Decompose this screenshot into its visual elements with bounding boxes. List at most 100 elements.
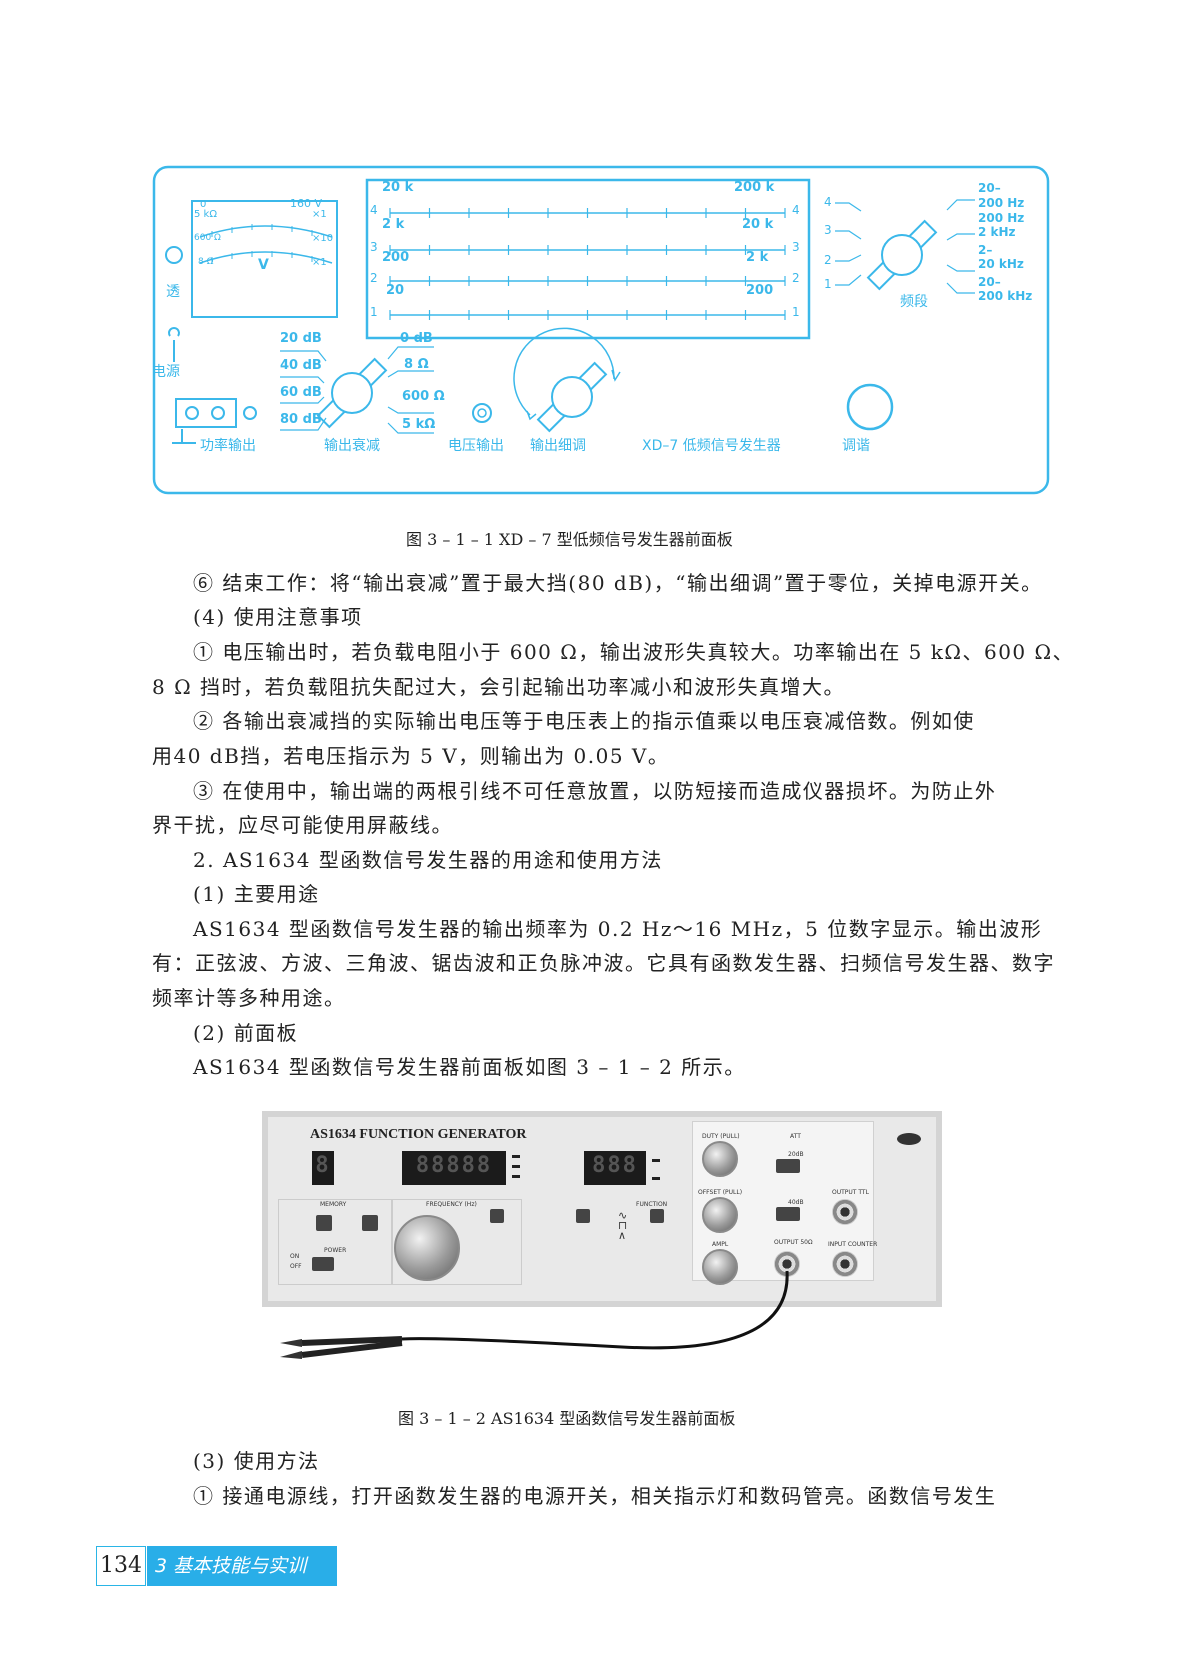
figure2-caption: 图 3 – 1 – 2 AS1634 型函数信号发生器前面板 [398, 1409, 736, 1428]
subsection-heading: (2) 前面板 [193, 1021, 299, 1045]
att-0db: 0 dB [400, 331, 433, 346]
label-duty: DUTY (PULL) [702, 1133, 740, 1140]
memory-button-2[interactable] [362, 1215, 378, 1231]
brand-logo [897, 1133, 921, 1145]
waveform-icons: ∿⊓∧ [618, 1209, 628, 1242]
label-output-50: OUTPUT 50Ω [774, 1239, 813, 1246]
label-att: ATT [790, 1133, 801, 1140]
meter-label-0: 0 [200, 199, 207, 210]
display-frequency [402, 1151, 506, 1185]
band-num-4: 4 [824, 195, 832, 209]
label-fine: 输出细调 [530, 438, 586, 454]
paragraph-line: (4) 使用注意事项 [193, 605, 363, 629]
band-range-4: 2– [978, 243, 993, 257]
meter-label-600: 600 Ω [194, 233, 221, 243]
label-off: OFF [290, 1263, 302, 1270]
att-40db: 40 dB [280, 358, 322, 373]
att-600ohm: 600 Ω [402, 389, 445, 404]
power-label: 电源 [152, 364, 180, 380]
att-40db-button[interactable] [776, 1207, 800, 1221]
scale1-num-left: 1 [370, 305, 378, 319]
led-indicator [652, 1177, 660, 1180]
led-indicator [512, 1155, 520, 1158]
label-model: XD–7 低频信号发生器 [642, 438, 781, 454]
display-small-digits: 8 [315, 1153, 331, 1178]
band-num-3: 3 [824, 223, 832, 237]
scale3-num-right: 3 [792, 240, 800, 254]
duty-knob[interactable] [702, 1141, 738, 1177]
label-20db: 20dB [788, 1151, 804, 1158]
scale1-left: 20 [386, 283, 405, 298]
meter-label-160v: 160 V [290, 197, 323, 210]
label-tune: 调谐 [842, 438, 870, 454]
paragraph-line: ① 接通电源线，打开函数发生器的电源开关，相关指示灯和数码管亮。函数信号发生 [193, 1484, 997, 1508]
paragraph-line: AS1634 型函数信号发生器前面板如图 3 – 1 – 2 所示。 [193, 1055, 746, 1079]
scale3-left: 2 k [382, 217, 405, 232]
scale2-num-right: 2 [792, 271, 800, 285]
band-num-1: 1 [824, 277, 832, 291]
label-offset: OFFSET (PULL) [698, 1189, 743, 1196]
test-lead-cable [280, 1270, 789, 1359]
label-memory: MEMORY [320, 1201, 347, 1208]
figure-xd7-front-panel: 0 160 V ×1 5 kΩ 600 Ω ×10 8 Ω V ×1 透 电源 … [152, 165, 1050, 495]
band-range-7: 200 kHz [978, 289, 1033, 303]
paragraph-line: 8 Ω 挡时，若负载阻抗失配过大，会引起输出功率减小和波形失真增大。 [152, 675, 846, 699]
band-range-5: 20 kHz [978, 257, 1024, 271]
paragraph-line: ① 电压输出时，若负载电阻小于 600 Ω，输出波形失真较大。功率输出在 5 k… [193, 640, 1075, 664]
att-60db: 60 dB [280, 385, 322, 400]
band-range-0: 20– [978, 181, 1001, 195]
led-indicator [652, 1159, 660, 1162]
frequency-knob[interactable] [394, 1215, 460, 1281]
band-range-2: 200 Hz [978, 211, 1025, 225]
paragraph-line: ③ 在使用中，输出端的两根引线不可任意放置，以防短接而造成仪器损坏。为防止外 [193, 779, 997, 803]
frequency-section [392, 1199, 522, 1285]
subsection-heading: (1) 主要用途 [193, 882, 320, 906]
scale4-num-left: 4 [370, 203, 378, 217]
section-heading: 2. AS1634 型函数信号发生器的用途和使用方法 [193, 848, 663, 872]
subsection-heading: (3) 使用方法 [193, 1449, 320, 1473]
band-label: 频段 [900, 294, 928, 310]
output-ttl-connector[interactable] [832, 1199, 858, 1225]
power-switch[interactable] [312, 1257, 334, 1271]
att-20db-button[interactable] [776, 1159, 800, 1173]
generator-title: AS1634 FUNCTION GENERATOR [310, 1127, 527, 1142]
band-range-3: 2 kHz [978, 225, 1016, 239]
scale4-left: 20 k [382, 180, 414, 195]
label-function: FUNCTION [636, 1201, 668, 1208]
sweep-button[interactable] [576, 1209, 590, 1223]
amplitude-knob[interactable] [702, 1249, 738, 1285]
paragraph-line: 频率计等多种用途。 [152, 986, 346, 1010]
paragraph-line: 有：正弦波、方波、三角波、锯齿波和正负脉冲波。它具有函数发生器、扫频信号发生器、… [152, 951, 1055, 975]
scale2-num-left: 2 [370, 271, 378, 285]
offset-knob[interactable] [702, 1197, 738, 1233]
scale1-num-right: 1 [792, 305, 800, 319]
scale3-num-left: 3 [370, 240, 378, 254]
scale4-num-right: 4 [792, 203, 800, 217]
display-small [312, 1151, 334, 1185]
paragraph-line: 界干扰，应尽可能使用屏蔽线。 [152, 813, 453, 837]
label-40db: 40dB [788, 1199, 804, 1206]
paragraph-line: ② 各输出衰减挡的实际输出电压等于电压表上的指示值乘以电压衰减倍数。例如使 [193, 709, 975, 733]
meter-label-5k: 5 kΩ [194, 209, 217, 220]
display-amplitude [584, 1151, 646, 1185]
label-input-counter: INPUT COUNTER [828, 1241, 878, 1248]
att-5kohm: 5 kΩ [402, 417, 436, 432]
meter-label-x1-top: ×1 [312, 209, 327, 220]
label-frequency: FREQUENCY (Hz) [426, 1201, 477, 1208]
scale3-right: 20 k [742, 217, 774, 232]
att-80db: 80 dB [280, 412, 322, 427]
memory-button-1[interactable] [316, 1215, 332, 1231]
scale4-right: 200 k [734, 180, 775, 195]
input-counter-connector[interactable] [832, 1251, 858, 1277]
paragraph-line: ⑥ 结束工作：将“输出衰减”置于最大挡(80 dB)，“输出细调”置于零位，关掉… [193, 571, 1043, 595]
page-number: 134 [96, 1546, 146, 1586]
range-button[interactable] [490, 1209, 504, 1223]
label-voltage-out: 电压输出 [448, 438, 504, 454]
meter-label-8: 8 Ω [198, 257, 214, 267]
led-indicator [512, 1165, 520, 1168]
band-range-6: 20– [978, 275, 1001, 289]
paragraph-line: AS1634 型函数信号发生器的输出频率为 0.2 Hz～16 MHz，5 位数… [193, 917, 1043, 941]
label-attenuation: 输出衰减 [324, 438, 380, 454]
paragraph-line: 用40 dB挡，若电压指示为 5 V，则输出为 0.05 V。 [152, 744, 670, 768]
function-button[interactable] [650, 1209, 664, 1223]
